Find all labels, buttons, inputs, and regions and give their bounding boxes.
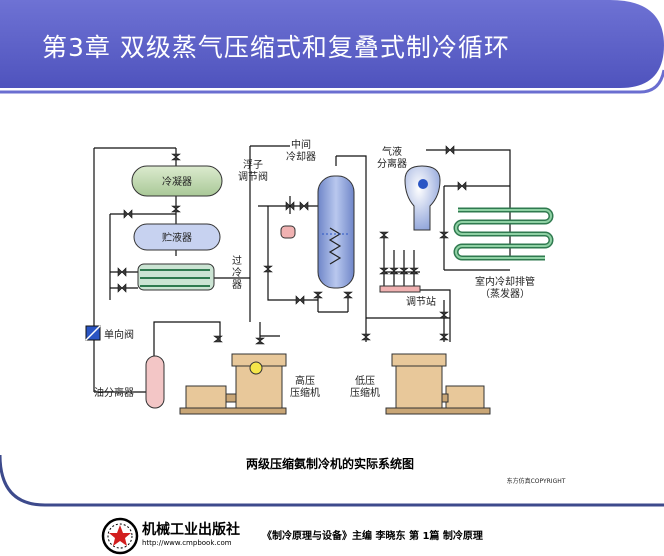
condenser-label: 冷凝器 bbox=[162, 175, 192, 188]
oil-separator-label: 油分离器 bbox=[94, 386, 134, 399]
copyright-text: 东方仿真COPYRIGHT bbox=[507, 477, 566, 485]
receiver-label: 贮液器 bbox=[162, 231, 192, 244]
svg-text:气液分离器: 气液分离器 bbox=[377, 145, 407, 170]
publisher-logo-icon bbox=[101, 517, 139, 555]
check-valve: 单向阀 bbox=[85, 325, 134, 341]
svg-text:低压压缩机: 低压压缩机 bbox=[350, 374, 380, 399]
intercooler: 中间冷却器 bbox=[286, 138, 355, 289]
subcooler-label: 过冷器 bbox=[232, 254, 242, 291]
valves bbox=[117, 145, 467, 345]
gas-liquid-separator: 气液分离器 bbox=[377, 145, 441, 231]
regulating-station-label: 调节站 bbox=[406, 295, 436, 308]
diagram-caption: 两级压缩氨制冷机的实际系统图 bbox=[246, 456, 414, 471]
receiver: 贮液器 bbox=[133, 223, 221, 251]
publisher-url: http://www.cmpbook.com bbox=[142, 539, 232, 547]
evaporator-coil: 室内冷却排管（蒸发器） bbox=[453, 207, 554, 300]
hp-compressor: 高压压缩机 bbox=[179, 353, 320, 415]
title-banner bbox=[0, 0, 664, 94]
svg-text:室内冷却排管（蒸发器）: 室内冷却排管（蒸发器） bbox=[475, 275, 535, 300]
svg-text:中间冷却器: 中间冷却器 bbox=[286, 138, 316, 163]
subcooler: 过冷器 bbox=[137, 254, 242, 291]
publisher-name: 机械工业出版社 bbox=[142, 522, 240, 538]
check-valve-label: 单向阀 bbox=[104, 328, 134, 341]
book-info: 《制冷原理与设备》主编 李晓东 第 1篇 制冷原理 bbox=[262, 531, 483, 542]
condenser: 冷凝器 bbox=[131, 165, 223, 197]
svg-text:浮子调节阀: 浮子调节阀 bbox=[238, 159, 268, 183]
svg-text:高压压缩机: 高压压缩机 bbox=[290, 374, 320, 399]
float-valve: 浮子调节阀 bbox=[238, 159, 296, 239]
slide-border bbox=[0, 454, 664, 507]
page-title: 第3章 双级蒸气压缩式和复叠式制冷循环 bbox=[42, 33, 510, 62]
oil-separator: 油分离器 bbox=[94, 355, 165, 409]
lp-compressor: 低压压缩机 bbox=[350, 353, 491, 415]
regulating-station: 调节站 bbox=[379, 285, 436, 308]
